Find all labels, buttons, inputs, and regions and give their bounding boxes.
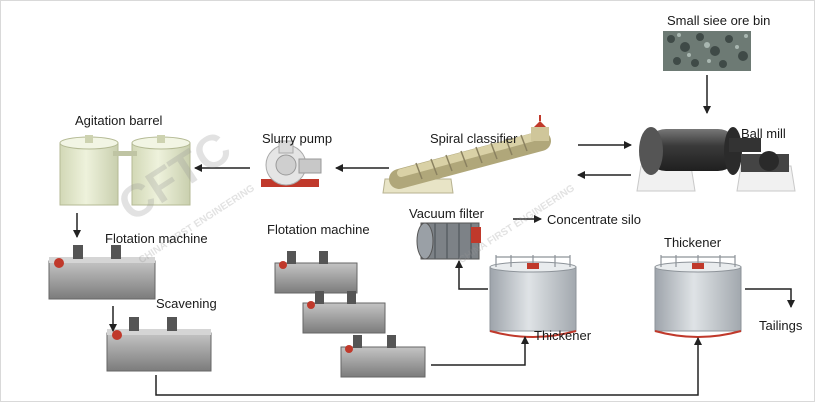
- thickener-right-image: [654, 255, 742, 338]
- label-flotation-machine-left: Flotation machine: [105, 231, 208, 246]
- flow-arrows: [73, 75, 795, 396]
- spiral-classifier-image: [382, 115, 551, 194]
- slurry-pump-image: [261, 140, 322, 187]
- flotation-machine-mid-images: [274, 251, 426, 378]
- label-scavening: Scavening: [156, 296, 217, 311]
- thickener-mid-image: [489, 255, 577, 338]
- arrow-thickener-to-filter: [455, 260, 488, 290]
- arrow-flotation-to-thickener: [431, 336, 529, 366]
- label-concentrate-silo: Concentrate silo: [547, 212, 641, 227]
- label-agitation-barrel: Agitation barrel: [75, 113, 163, 128]
- label-slurry-pump: Slurry pump: [262, 131, 333, 146]
- label-ball-mill: Ball mill: [741, 126, 786, 141]
- agitation-barrel-images: [59, 135, 191, 206]
- label-ore-bin: Small siee ore bin: [667, 13, 771, 28]
- ball-mill-image: [636, 127, 796, 192]
- label-spiral-classifier: Spiral classifier: [430, 131, 518, 146]
- scavening-machine-image: [106, 317, 212, 372]
- flotation-machine-left-image: [48, 245, 156, 300]
- label-tailings: Tailings: [759, 318, 803, 333]
- arrow-scavening-to-thickener: [155, 337, 702, 396]
- ore-bin-image: [663, 31, 751, 71]
- label-vacuum-filter: Vacuum filter: [409, 206, 484, 221]
- vacuum-filter-image: [416, 222, 481, 260]
- label-thickener-mid: Thickener: [534, 328, 592, 343]
- arrow-thickener-to-tailings: [745, 288, 795, 308]
- label-flotation-machine-mid: Flotation machine: [267, 222, 370, 237]
- label-thickener-right: Thickener: [664, 235, 722, 250]
